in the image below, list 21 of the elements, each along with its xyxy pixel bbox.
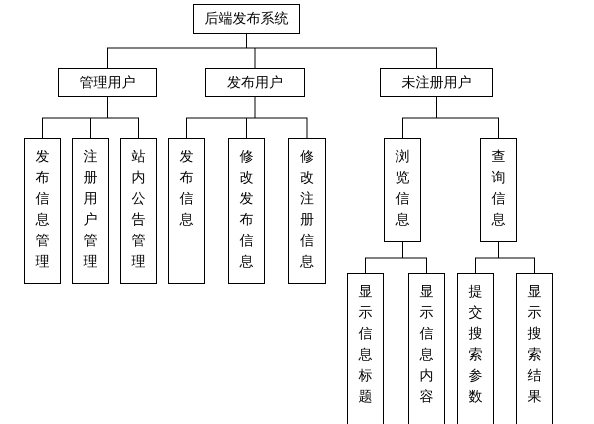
process-box: 发布信息 [168,138,205,284]
connector-line [402,242,427,274]
process-box: 管理用户 [58,68,157,97]
process-box: 修改发布信息 [228,138,265,284]
process-box: 后端发布系统 [193,4,300,34]
process-box: 发布用户 [205,68,305,97]
process-box: 显示信息标题 [347,273,384,424]
process-box: 站内公告管理 [120,138,157,284]
process-box: 未注册用户 [380,68,493,97]
connector-line [107,96,139,138]
process-box: 浏览信息 [384,138,421,242]
process-box: 查询信息 [480,138,517,242]
process-box: 发布信息管理 [24,138,61,284]
process-box: 显示信息内容 [408,273,445,424]
process-box: 修改注册信息 [288,138,326,284]
process-box: 显示搜索结果 [516,273,553,424]
process-box: 提交搜索参数 [457,273,494,424]
connector-line [254,96,308,138]
connector-line [246,34,437,68]
connector-line [436,96,499,138]
process-box: 注册用户管理 [72,138,109,284]
